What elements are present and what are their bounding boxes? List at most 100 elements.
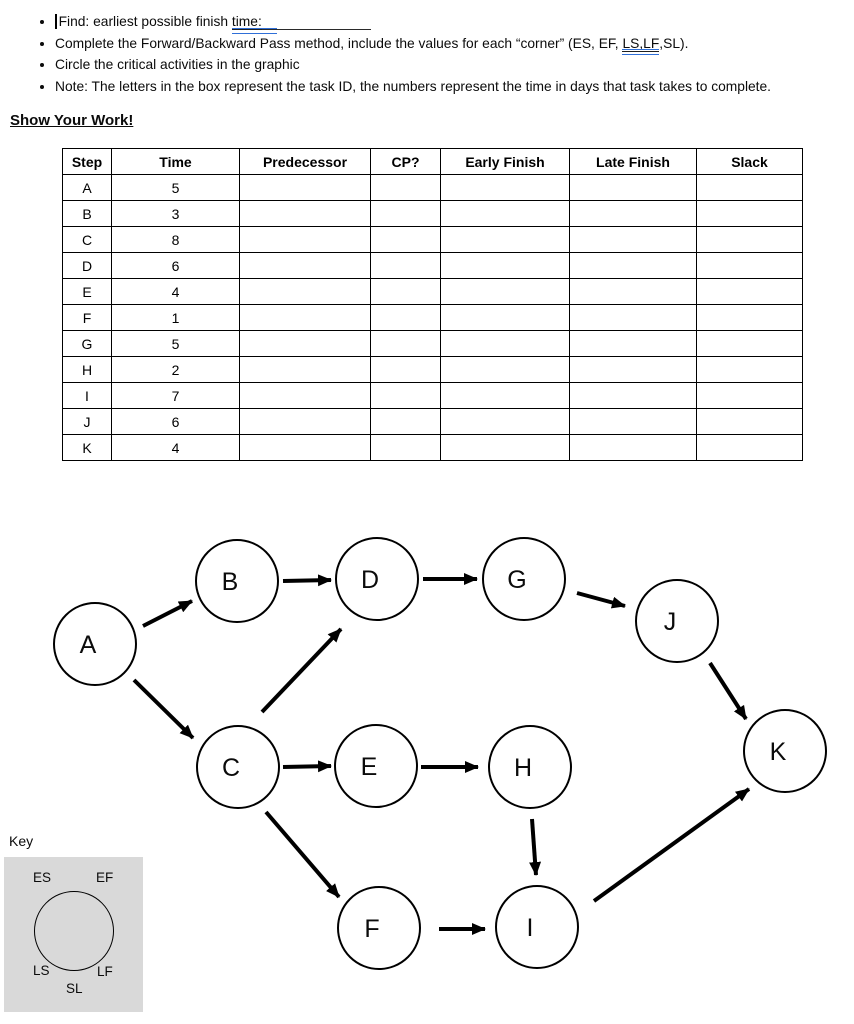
cell-late-finish-empty[interactable] (569, 226, 697, 253)
cell-cp-empty[interactable] (370, 252, 441, 279)
cell-predecessor-empty[interactable] (239, 200, 371, 227)
cell-slack-empty[interactable] (696, 356, 803, 383)
task-node-b[interactable] (195, 539, 279, 623)
task-node-f[interactable] (337, 886, 421, 970)
cell-predecessor-empty[interactable] (239, 408, 371, 435)
cell-cp-empty[interactable] (370, 382, 441, 409)
edge-arrow-h-i (529, 818, 542, 876)
bullet2-text-suffix: ,SL). (659, 35, 689, 51)
cell-slack-empty[interactable] (696, 434, 803, 461)
cell-cp-empty[interactable] (370, 304, 441, 331)
task-node-a[interactable] (53, 602, 137, 686)
cell-step: G (62, 330, 112, 357)
cell-time: 2 (111, 356, 240, 383)
cell-cp-empty[interactable] (370, 408, 441, 435)
key-label-ls: LS (33, 963, 50, 978)
cell-late-finish-empty[interactable] (569, 330, 697, 357)
cell-predecessor-empty[interactable] (239, 226, 371, 253)
cell-step: B (62, 200, 112, 227)
bullet3-text: Circle the critical activities in the gr… (55, 57, 300, 73)
cell-slack-empty[interactable] (696, 304, 803, 331)
cell-slack-empty[interactable] (696, 226, 803, 253)
cell-late-finish-empty[interactable] (569, 382, 697, 409)
task-node-i[interactable] (495, 885, 579, 969)
edge-arrow-b-d (282, 574, 332, 587)
instruction-bullet-note: Note: The letters in the box represent t… (55, 76, 854, 98)
column-header-cp: CP? (370, 148, 441, 175)
cell-early-finish-empty[interactable] (440, 330, 570, 357)
cell-early-finish-empty[interactable] (440, 278, 570, 305)
task-node-label-j: J (664, 608, 677, 636)
cell-late-finish-empty[interactable] (569, 356, 697, 383)
cell-early-finish-empty[interactable] (440, 356, 570, 383)
cell-cp-empty[interactable] (370, 200, 441, 227)
task-node-k[interactable] (743, 709, 827, 793)
cell-slack-empty[interactable] (696, 174, 803, 201)
cell-late-finish-empty[interactable] (569, 252, 697, 279)
answer-blank-line[interactable] (261, 15, 371, 30)
cell-early-finish-empty[interactable] (440, 200, 570, 227)
cell-step: K (62, 434, 112, 461)
cell-late-finish-empty[interactable] (569, 304, 697, 331)
cell-early-finish-empty[interactable] (440, 382, 570, 409)
task-node-g[interactable] (482, 537, 566, 621)
cell-time: 6 (111, 408, 240, 435)
cell-late-finish-empty[interactable] (569, 174, 697, 201)
cell-cp-empty[interactable] (370, 278, 441, 305)
cell-late-finish-empty[interactable] (569, 408, 697, 435)
cell-predecessor-empty[interactable] (239, 356, 371, 383)
cell-late-finish-empty[interactable] (569, 434, 697, 461)
cell-slack-empty[interactable] (696, 252, 803, 279)
cell-early-finish-empty[interactable] (440, 252, 570, 279)
task-node-label-b: B (222, 568, 239, 596)
cell-step: D (62, 252, 112, 279)
cell-late-finish-empty[interactable] (569, 200, 697, 227)
cell-step: A (62, 174, 112, 201)
edge-arrow-a-b (142, 599, 193, 628)
cell-slack-empty[interactable] (696, 278, 803, 305)
task-node-e[interactable] (334, 724, 418, 808)
cell-cp-empty[interactable] (370, 356, 441, 383)
cell-predecessor-empty[interactable] (239, 330, 371, 357)
cell-time: 3 (111, 200, 240, 227)
cell-predecessor-empty[interactable] (239, 434, 371, 461)
cell-cp-empty[interactable] (370, 226, 441, 253)
cell-predecessor-empty[interactable] (239, 278, 371, 305)
cell-early-finish-empty[interactable] (440, 304, 570, 331)
bullet1-text: Find: earliest possible finish (58, 14, 232, 29)
cell-cp-empty[interactable] (370, 174, 441, 201)
cell-cp-empty[interactable] (370, 434, 441, 461)
cell-predecessor-empty[interactable] (239, 382, 371, 409)
cell-predecessor-empty[interactable] (239, 304, 371, 331)
task-node-label-g: G (507, 566, 526, 594)
task-node-d[interactable] (335, 537, 419, 621)
cell-early-finish-empty[interactable] (440, 434, 570, 461)
cell-time: 4 (111, 278, 240, 305)
cell-cp-empty[interactable] (370, 330, 441, 357)
cell-early-finish-empty[interactable] (440, 174, 570, 201)
cell-slack-empty[interactable] (696, 382, 803, 409)
cell-step: C (62, 226, 112, 253)
cell-step: E (62, 278, 112, 305)
task-node-c[interactable] (196, 725, 280, 809)
task-node-label-f: F (364, 915, 379, 943)
cell-early-finish-empty[interactable] (440, 408, 570, 435)
text-cursor-caret (55, 14, 57, 29)
task-node-j[interactable] (635, 579, 719, 663)
cell-slack-empty[interactable] (696, 408, 803, 435)
key-label-lf: LF (97, 964, 113, 979)
cell-predecessor-empty[interactable] (239, 174, 371, 201)
task-node-h[interactable] (488, 725, 572, 809)
cell-slack-empty[interactable] (696, 200, 803, 227)
cell-predecessor-empty[interactable] (239, 252, 371, 279)
cell-late-finish-empty[interactable] (569, 278, 697, 305)
cell-slack-empty[interactable] (696, 330, 803, 357)
cell-time: 6 (111, 252, 240, 279)
cell-early-finish-empty[interactable] (440, 226, 570, 253)
bullet2-underlined-word: LS,LF (622, 35, 660, 52)
